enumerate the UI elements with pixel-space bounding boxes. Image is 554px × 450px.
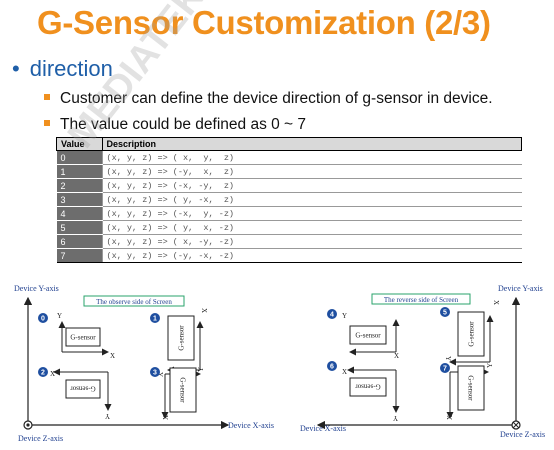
c4-x-label: X: [394, 352, 399, 360]
c2-chip-box: [65, 379, 101, 399]
left-screen-label-box: [83, 295, 185, 307]
c6-chip-box: [349, 377, 387, 397]
marker-circle-7: [440, 363, 450, 373]
bullet-text: direction: [29, 56, 113, 81]
left-screen-label: The observe side of Screen: [96, 298, 172, 306]
right-device-x-axis-label: Device X-axis: [300, 424, 346, 433]
table-row: 5(x, y, z) => ( y, x, -z): [56, 220, 522, 235]
c1-chip-label: G-sensor: [178, 325, 186, 351]
c2-chip-label: G-sensor: [70, 385, 96, 393]
table-header-row: Value Description: [56, 137, 522, 151]
sub-bullet-text: The value could be defined as 0 ~ 7: [60, 116, 307, 133]
right-device-z-axis-label: Device Z-axis: [500, 430, 546, 439]
c4-chip-label: G-sensor: [355, 332, 381, 340]
marker-circle-3: [150, 367, 160, 377]
marker-circle-4: [327, 309, 337, 319]
marker-circle-1: [150, 313, 160, 323]
table-cell-value: 4: [56, 206, 102, 221]
bullet-dot: •: [12, 56, 20, 81]
c6-x-label: X: [342, 368, 347, 376]
c5-chip-box: [457, 311, 485, 357]
table-row: 7(x, y, z) => (-y, -x, -z): [56, 248, 522, 263]
sub-bullet-marker: [44, 93, 50, 100]
marker-number-6: 6: [330, 364, 334, 371]
c5-x-label: X: [492, 300, 500, 305]
table-cell-description: (x, y, z) => ( y, x, -z): [101, 220, 522, 235]
table-cell-description: (x, y, z) => (-x, y, -z): [101, 206, 522, 221]
table-cell-value: 7: [56, 248, 102, 263]
left-z-axis-dot: [26, 423, 30, 427]
c5-chip-label: G-sensor: [468, 321, 476, 347]
value-table: Value Description 0(x, y, z) => ( x, y, …: [56, 137, 522, 263]
marker-number-0: 0: [41, 316, 45, 323]
c1-x-label: X: [200, 308, 208, 313]
bullet-direction: • direction: [12, 56, 113, 82]
marker-number-5: 5: [443, 310, 447, 317]
c7-chip-box: [457, 365, 485, 411]
right-screen-label: The reverse side of Screen: [384, 296, 459, 304]
table-header-description: Description: [101, 137, 522, 151]
sub-bullet-text: Customer can define the device direction…: [60, 90, 493, 107]
marker-circle-5: [440, 307, 450, 317]
c2-y-label: Y: [105, 412, 110, 420]
c4-chip-box: [349, 325, 387, 345]
table-cell-value: 5: [56, 220, 102, 235]
right-screen-label-box: [371, 293, 471, 305]
c7-y-label: Y: [486, 363, 494, 368]
c7-x-label: X: [446, 415, 454, 420]
left-device-z-axis-label: Device Z-axis: [18, 434, 64, 443]
c6-y-label: Y: [393, 414, 398, 422]
table-cell-description: (x, y, z) => (-y, x, z): [101, 164, 522, 179]
table-cell-description: (x, y, z) => ( x, y, z): [101, 150, 522, 165]
right-z-axis-cross-b: [512, 421, 520, 429]
marker-number-2: 2: [41, 370, 45, 377]
c3-y-label: Y: [197, 367, 205, 372]
c0-chip-box: [65, 327, 101, 347]
marker-circle-0: [38, 313, 48, 323]
c1-y-label: Y: [156, 372, 164, 377]
marker-number-4: 4: [330, 312, 334, 319]
c3-chip-label: G-sensor: [179, 377, 187, 403]
table-row: 0(x, y, z) => ( x, y, z): [56, 150, 522, 165]
table-row: 1(x, y, z) => (-y, x, z): [56, 164, 522, 179]
marker-number-7: 7: [443, 366, 447, 373]
page-title: G-Sensor Customization (2/3): [37, 4, 491, 41]
sub-bullet-2: The value could be defined as 0 ~ 7: [44, 116, 306, 134]
c4-y-label: Y: [342, 312, 347, 320]
c7-chip-label: G-sensor: [467, 375, 475, 401]
c6-chip-label: G-sensor: [355, 383, 381, 391]
marker-circle-2: [38, 367, 48, 377]
table-cell-value: 3: [56, 192, 102, 207]
right-device-y-axis-label: Device Y-axis: [498, 284, 543, 293]
left-device-y-axis-label: Device Y-axis: [14, 284, 59, 293]
sub-bullet-marker: [44, 119, 50, 126]
marker-number-3: 3: [153, 370, 157, 377]
c5-y-label: Y: [444, 356, 452, 361]
marker-circle-6: [327, 361, 337, 371]
table-cell-value: 6: [56, 234, 102, 249]
c0-y-label: Y: [57, 312, 62, 320]
table-cell-value: 1: [56, 164, 102, 179]
table-row: 4(x, y, z) => (-x, y, -z): [56, 206, 522, 221]
table-cell-description: (x, y, z) => (-y, -x, -z): [101, 248, 522, 263]
c0-x-label: X: [110, 352, 115, 360]
c2-x-label: X: [50, 370, 55, 378]
table-cell-value: 0: [56, 150, 102, 165]
c0-chip-label: G-sensor: [70, 334, 96, 342]
table-cell-description: (x, y, z) => ( x, -y, -z): [101, 234, 522, 249]
c1-chip-box: [167, 315, 195, 361]
sub-bullet-1: Customer can define the device direction…: [44, 90, 493, 108]
table-row: 6(x, y, z) => ( x, -y, -z): [56, 234, 522, 249]
c3-chip-box: [169, 367, 197, 413]
c3-x-label: X: [162, 415, 170, 420]
marker-number-1: 1: [153, 316, 157, 323]
left-device-x-axis-label: Device X-axis: [228, 421, 274, 430]
